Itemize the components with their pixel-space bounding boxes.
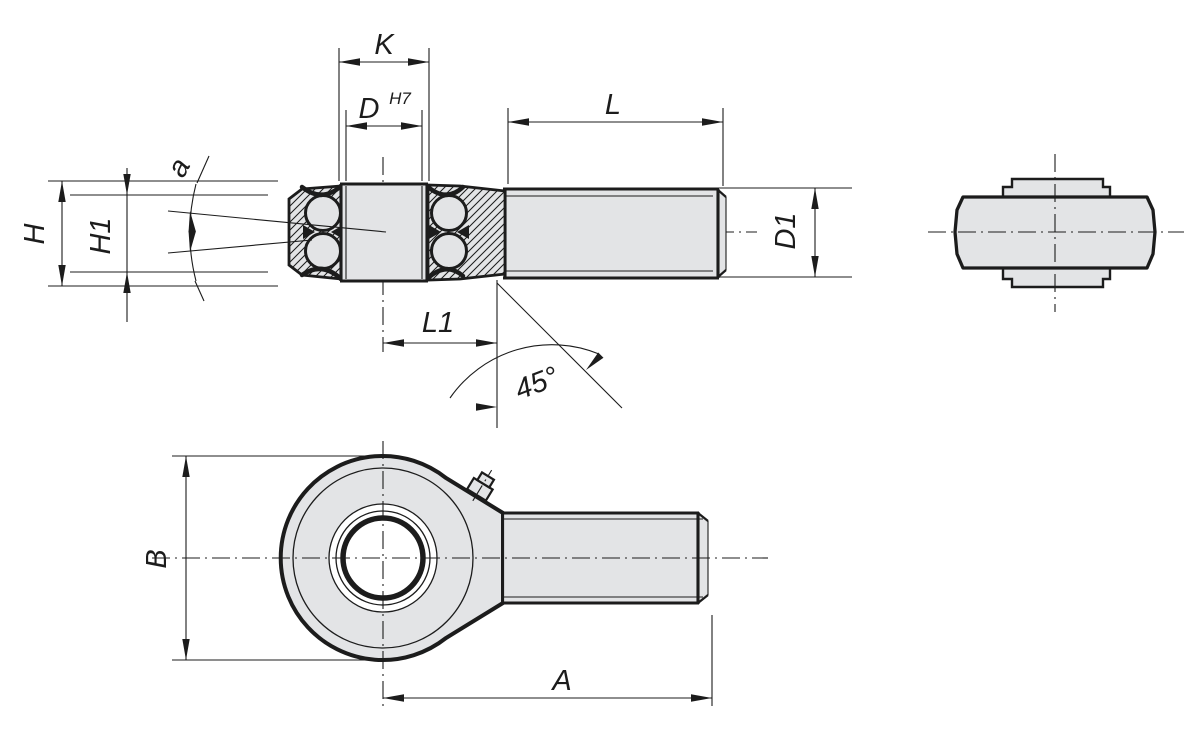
- dim-label-L1: L1: [422, 307, 454, 339]
- dimension-D-H7: D H7: [345, 89, 423, 181]
- dimension-arrowhead: [182, 639, 190, 660]
- dimension-arrowhead: [702, 118, 723, 126]
- dimension-arrowhead: [58, 181, 66, 202]
- inner-ring-section: [339, 182, 429, 283]
- view-section-side: K D H7 L H H1: [19, 29, 852, 428]
- dimension-arrowhead: [476, 339, 497, 347]
- dimension-B: B: [141, 455, 398, 661]
- dim-label-D-tolerance: H7: [389, 89, 411, 108]
- dimension-arrowhead: [401, 122, 422, 130]
- dim-label-alpha: a: [161, 153, 197, 182]
- housing-shoulders: [299, 183, 466, 282]
- dimension-A: A: [383, 615, 713, 706]
- dim-label-D1: D1: [770, 212, 802, 249]
- dim-label-K: K: [374, 29, 395, 61]
- dimension-K: K: [338, 29, 430, 181]
- dim-label-H: H: [19, 223, 51, 244]
- dimension-H: H: [19, 180, 278, 287]
- view-front-bottom: B A: [141, 441, 768, 710]
- dimension-arrowhead: [58, 265, 66, 286]
- view-profile-right: [928, 154, 1184, 312]
- dim-label-H1: H1: [85, 217, 117, 254]
- dimension-H1: H1: [70, 168, 268, 322]
- dimension-D1: D1: [702, 187, 852, 278]
- grease-nipple: [465, 469, 496, 503]
- dimension-arrowhead: [383, 339, 404, 347]
- dimension-arrowhead: [691, 694, 712, 702]
- dimension-arrowhead: [476, 403, 497, 411]
- dim-label-L: L: [605, 89, 621, 121]
- dimension-arrowhead: [339, 58, 360, 66]
- dim-label-D: D: [359, 93, 380, 125]
- chamfer-angle-lines: [383, 280, 623, 428]
- dimension-arrowhead: [188, 211, 196, 233]
- inner-ring-steps: [1001, 177, 1112, 289]
- dimension-arrowhead: [408, 58, 429, 66]
- dimension-arrowhead: [182, 456, 190, 477]
- dimension-arrowhead: [586, 352, 604, 370]
- dimension-arrowhead: [346, 122, 367, 130]
- dimension-arrowhead: [123, 272, 131, 293]
- threaded-shank-section: [503, 187, 727, 280]
- dim-label-A: A: [550, 665, 571, 697]
- dim-label-B: B: [141, 549, 173, 568]
- dimension-arrowhead: [123, 174, 131, 195]
- dimension-arrowhead: [188, 230, 196, 252]
- dimension-arrowhead: [811, 188, 819, 209]
- dimension-arrowhead: [383, 694, 404, 702]
- dim-label-45deg: 45°: [511, 361, 563, 407]
- dimension-arrowheads: [58, 58, 819, 702]
- dimension-L: L: [507, 89, 724, 186]
- dimension-arrowhead: [811, 256, 819, 277]
- dimension-arrowhead: [508, 118, 529, 126]
